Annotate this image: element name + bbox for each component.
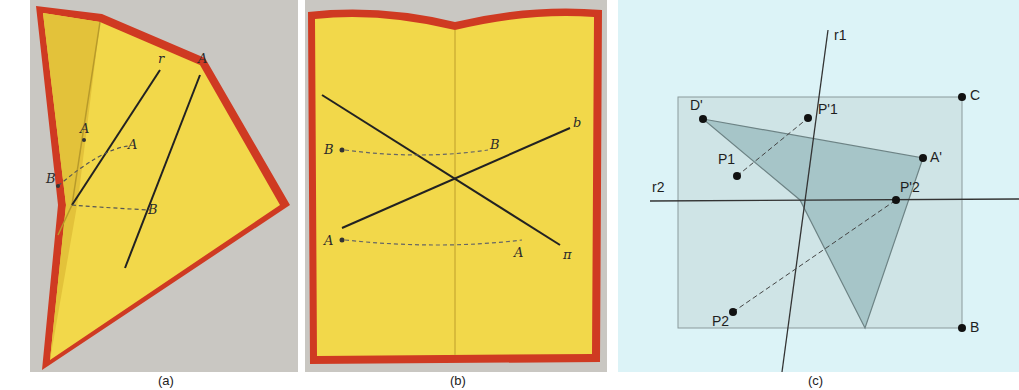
point-label: D': [690, 98, 703, 112]
line-label: π: [563, 248, 572, 261]
point-label: A: [128, 138, 137, 151]
point-label: A': [930, 150, 942, 164]
point-label: P2: [712, 314, 729, 328]
photo-ground: [30, 0, 298, 372]
point-label: P'1: [818, 102, 838, 116]
point-label: B: [46, 172, 56, 185]
panel-caption: (a): [158, 374, 174, 387]
line-label: r2: [652, 180, 664, 194]
axis: [782, 30, 828, 372]
point-label: A: [324, 234, 333, 247]
point-label: B: [490, 138, 500, 151]
point-label: B: [148, 203, 158, 216]
photo-ground: [305, 0, 607, 372]
point-label: B: [970, 320, 979, 334]
line-label: b: [573, 116, 581, 129]
point-label: C: [970, 88, 980, 102]
paper-fold: [43, 13, 100, 360]
axis: [650, 199, 1019, 201]
folded-square: [703, 119, 923, 328]
line-label: A: [198, 52, 207, 65]
paper-border: [308, 9, 602, 365]
line-label: r: [158, 52, 164, 65]
point-label: P'2: [900, 180, 920, 194]
paper-border: [36, 6, 290, 370]
point-label: A: [514, 246, 523, 259]
paper: [43, 13, 280, 360]
panel-caption: (b): [450, 374, 466, 387]
point-label: A: [80, 122, 89, 135]
point-label: P1: [718, 152, 735, 166]
paper: [315, 16, 594, 356]
square: [678, 97, 962, 328]
panel-caption: (c): [808, 374, 823, 387]
point-label: B: [324, 143, 334, 156]
figure-ground: [618, 0, 1019, 372]
line-label: r1: [834, 28, 846, 42]
